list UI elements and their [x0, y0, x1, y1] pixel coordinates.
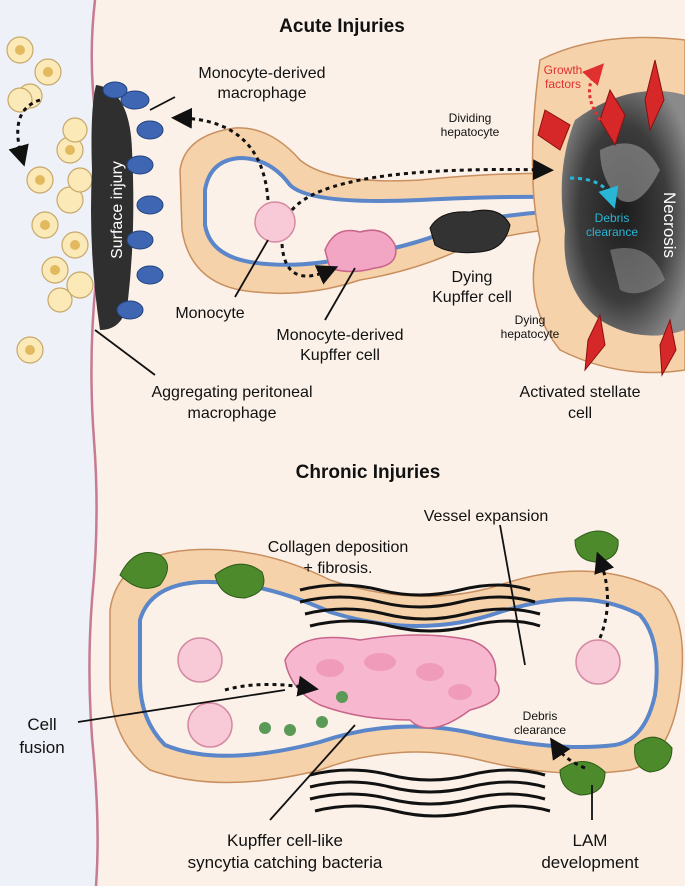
monocyte-macrophage-label-2: macrophage: [218, 85, 307, 102]
lam-label-1: LAM: [573, 831, 608, 850]
arrow-cell-fusion: [224, 675, 319, 697]
growth-factors-label-1: Growth: [544, 63, 583, 77]
dying-hepatocyte-label-2: hepatocyte: [501, 327, 560, 341]
chronic-leader-lines: [77, 524, 593, 821]
surface-injury-clot: [91, 85, 134, 330]
chronic-debris-label-2: clearance: [514, 723, 566, 737]
debris-clearance-label-2: clearance: [586, 225, 638, 239]
surface-macrophages: [102, 81, 164, 320]
acute-leader-lines: [94, 96, 356, 376]
monocyte-cell: [254, 201, 296, 243]
chronic-debris-label-1: Debris: [523, 709, 558, 723]
aggregating-label-1: Aggregating peritoneal: [151, 384, 312, 401]
chronic-monocyte-3: [575, 639, 621, 685]
peritoneal-cavity: [0, 0, 100, 886]
dying-kupffer-cell: [429, 209, 511, 254]
monocyte-kupffer-label-2: Kupffer cell: [300, 347, 380, 364]
kupffer-syncytium: [284, 634, 500, 729]
bacteria: [259, 691, 348, 736]
vessel-expansion-label: Vessel expansion: [424, 508, 549, 525]
cell-fusion-label-2: fusion: [19, 738, 64, 757]
cell-fusion-label-1: Cell: [27, 715, 56, 734]
arrow-monocyte-to-macrophage: [171, 107, 270, 201]
aggregating-label-2: macrophage: [188, 405, 277, 422]
dividing-hepatocyte-label-1: Dividing: [449, 111, 492, 125]
chronic-section-title: Chronic Injuries: [296, 462, 441, 483]
acute-section-title: Acute Injuries: [279, 16, 405, 37]
stellate-cells: [537, 59, 677, 377]
growth-factors-label-2: factors: [545, 77, 581, 91]
stellate-label-1: Activated stellate: [520, 384, 641, 401]
monocyte-label: Monocyte: [175, 305, 244, 322]
stellate-label-2: cell: [568, 405, 592, 422]
dividing-hepatocyte-label-2: hepatocyte: [441, 125, 500, 139]
arrow-debris-clearance: [550, 737, 586, 770]
collagen-label-2: + fibrosis.: [304, 560, 373, 577]
arrow-monocyte-to-kupffer: [280, 243, 339, 285]
monocyte-macrophage-label-1: Monocyte-derived: [198, 65, 325, 82]
growth-factors-arrow: [582, 63, 605, 121]
arrow-monocyte-to-necrosis: [290, 159, 554, 211]
syncytia-label-1: Kupffer cell-like: [227, 831, 343, 850]
dying-kupffer-label-1: Dying: [452, 269, 493, 286]
chronic-monocyte-1: [177, 637, 223, 683]
collagen-fibers: [299, 583, 551, 818]
chronic-monocyte-2: [187, 702, 233, 748]
surface-injury-label: Surface injury: [109, 161, 126, 259]
lam-label-2: development: [541, 853, 639, 872]
syncytia-label-2: syncytia catching bacteria: [188, 853, 383, 872]
monocyte-kupffer-label-1: Monocyte-derived: [276, 327, 403, 344]
debris-clearance-label-1: Debris: [595, 211, 630, 225]
recruitment-arrow: [8, 98, 41, 167]
dying-hepatocyte-label-1: Dying: [515, 313, 546, 327]
necrosis-label: Necrosis: [660, 192, 679, 258]
dying-kupffer-label-2: Kupffer cell: [432, 289, 512, 306]
collagen-label-1: Collagen deposition: [268, 539, 409, 556]
monocyte-derived-kupffer-cell: [324, 229, 397, 273]
